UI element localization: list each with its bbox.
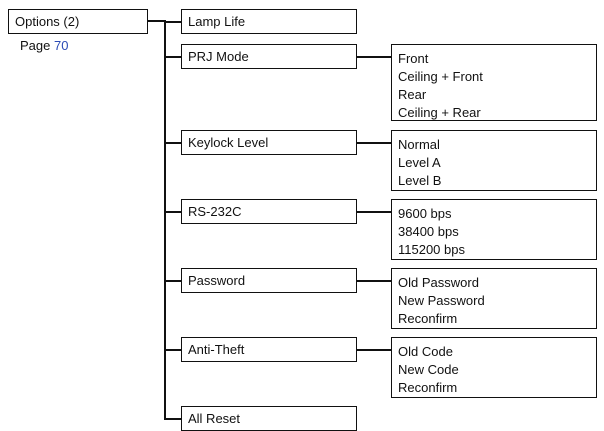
menu-item-label: RS-232C (188, 203, 242, 219)
page-label: Page (20, 38, 51, 53)
option-38400-bps: 38400 bps (398, 224, 459, 239)
menu-item-password: Password (181, 268, 357, 293)
root-node-label: Options (2) (15, 13, 80, 29)
menu-item-all-reset: All Reset (181, 406, 357, 431)
options-box-prj-mode: Front Ceiling + Front Rear Ceiling + Rea… (391, 44, 597, 121)
menu-item-prj-mode: PRJ Mode (181, 44, 357, 69)
branch-line-all-reset (164, 418, 181, 420)
options-box-password: Old Password New Password Reconfirm (391, 268, 597, 329)
options-connector-rs232c (357, 211, 391, 213)
branch-line-password (164, 280, 181, 282)
menu-item-label: Keylock Level (188, 134, 269, 150)
menu-item-lamp-life: Lamp Life (181, 9, 357, 34)
options-connector-password (357, 280, 391, 282)
option-old-password: Old Password (398, 275, 479, 290)
menu-item-rs232c: RS-232C (181, 199, 357, 224)
options-box-anti-theft: Old Code New Code Reconfirm (391, 337, 597, 398)
menu-item-label: Anti-Theft (188, 341, 245, 357)
menu-item-keylock-level: Keylock Level (181, 130, 357, 155)
root-connector-horizontal (148, 20, 165, 22)
option-ceiling-front: Ceiling + Front (398, 69, 483, 84)
option-old-code: Old Code (398, 344, 453, 359)
menu-item-label: All Reset (188, 410, 241, 426)
options-box-rs232c: 9600 bps 38400 bps 115200 bps (391, 199, 597, 260)
option-rear: Rear (398, 87, 427, 102)
options-connector-keylock-level (357, 142, 391, 144)
branch-line-rs232c (164, 211, 181, 213)
option-reconfirm-code: Reconfirm (398, 380, 458, 395)
option-normal: Normal (398, 137, 440, 152)
branch-line-prj-mode (164, 56, 181, 58)
option-new-code: New Code (398, 362, 459, 377)
option-level-a: Level A (398, 155, 441, 170)
menu-item-label: Lamp Life (188, 13, 246, 29)
option-new-password: New Password (398, 293, 485, 308)
option-ceiling-rear: Ceiling + Rear (398, 105, 481, 120)
branch-line-lamp-life (164, 21, 181, 23)
options-box-keylock-level: Normal Level A Level B (391, 130, 597, 191)
page-reference: Page 70 (20, 38, 68, 54)
option-front: Front (398, 51, 429, 66)
options-connector-anti-theft (357, 349, 391, 351)
menu-item-anti-theft: Anti-Theft (181, 337, 357, 362)
branch-line-anti-theft (164, 349, 181, 351)
option-115200-bps: 115200 bps (398, 242, 465, 257)
branch-line-keylock-level (164, 142, 181, 144)
option-9600-bps: 9600 bps (398, 206, 452, 221)
option-level-b: Level B (398, 173, 442, 188)
options-connector-prj-mode (357, 56, 391, 58)
option-reconfirm-password: Reconfirm (398, 311, 458, 326)
root-node-options-2: Options (2) (8, 9, 148, 34)
menu-item-label: PRJ Mode (188, 48, 249, 64)
main-trunk-line (164, 20, 166, 418)
page-number: 70 (54, 38, 69, 53)
menu-item-label: Password (188, 272, 246, 288)
